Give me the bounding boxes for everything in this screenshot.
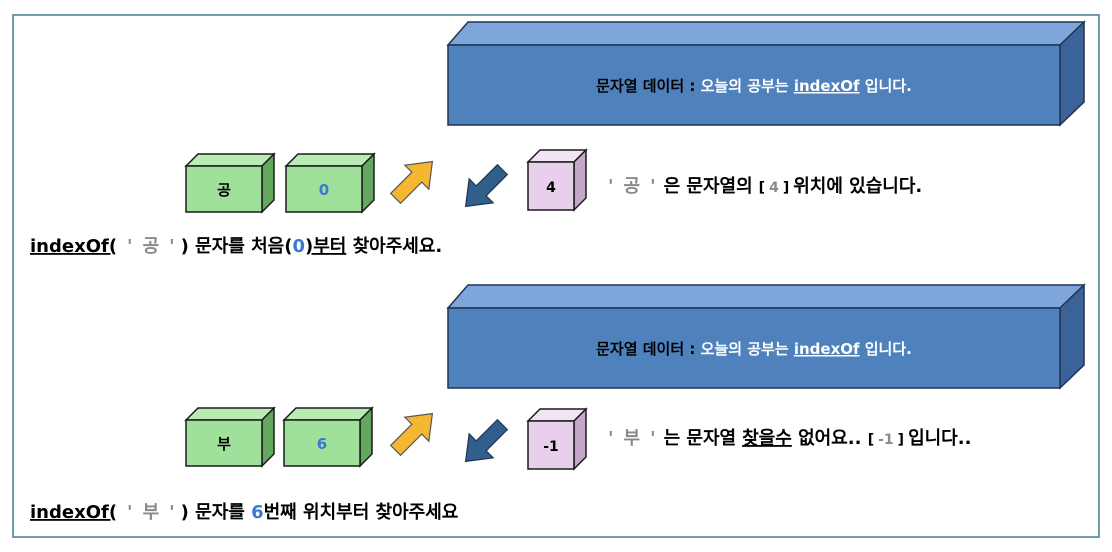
bracket-open: [ — [868, 432, 874, 448]
caption-quote-close: ' — [169, 502, 175, 523]
caption-quote-close: ' — [169, 236, 175, 257]
banner-sentence: 오늘의 공부는 — [701, 340, 794, 358]
caption-part2: )부터 — [305, 236, 346, 257]
start-index-cube-2: 6 — [282, 406, 374, 468]
caption-char: 부 — [143, 502, 160, 523]
arrow-down-left-icon — [464, 418, 509, 463]
char-cube-label: 공 — [217, 181, 231, 199]
quote-open: ' — [608, 176, 614, 197]
diagram-frame — [12, 14, 1100, 538]
caption-part1: ) 문자를 — [181, 502, 251, 523]
start-index-label: 6 — [317, 435, 327, 453]
caption-char: 공 — [143, 236, 160, 257]
arrow-down-left-icon — [464, 163, 509, 208]
char-cube-2: 부 — [184, 406, 276, 468]
char-cube-label: 부 — [217, 435, 231, 453]
result-mid: 는 문자열 — [664, 428, 737, 449]
caption-fn: indexOf( — [30, 502, 117, 523]
caption-quote-open: ' — [127, 236, 133, 257]
search-char: 부 — [624, 428, 641, 449]
result-index: -1 — [878, 432, 894, 448]
result-end: 입니다.. — [908, 427, 971, 449]
arrow-up-right-icon — [389, 412, 434, 457]
bracket-open: [ — [759, 180, 765, 196]
result-wavy: 찾을수 — [742, 428, 792, 449]
caption-1: indexOf( ' 공 ' ) 문자를 처음(0)부터 찾아주세요. — [30, 236, 442, 257]
arrow-up-right-icon — [389, 160, 434, 205]
banner-label: 문자열 데이터 : — [596, 340, 700, 358]
banner-text-2: 문자열 데이터 : 오늘의 공부는 indexOf 입니다. — [596, 340, 912, 358]
result-mid2: 없어요.. — [792, 428, 868, 449]
result-text-1: ' 공 ' 은 문자열의 [4]위치에 있습니다. — [608, 176, 922, 197]
search-char: 공 — [624, 176, 641, 197]
result-cube-1: 4 — [526, 148, 588, 212]
caption-part2: 번째 위치부터 찾아주세요 — [264, 502, 459, 523]
quote-close: ' — [650, 176, 656, 197]
banner-keyword: indexOf — [794, 77, 860, 95]
start-index-label: 0 — [319, 181, 329, 199]
result-cube-label: 4 — [546, 180, 556, 196]
bracket-close: ] — [783, 180, 789, 196]
banner-tail: 입니다. — [860, 77, 912, 95]
caption-quote-open: ' — [127, 502, 133, 523]
banner-box-2: 문자열 데이터 : 오늘의 공부는 indexOf 입니다. — [446, 283, 1086, 390]
result-end: 위치에 있습니다. — [793, 176, 922, 197]
caption-index: 6 — [251, 502, 264, 523]
banner-tail: 입니다. — [860, 340, 912, 358]
caption-index: 0 — [292, 236, 305, 257]
caption-part3: 찾아주세요. — [346, 236, 442, 257]
result-cube-2: -1 — [526, 407, 588, 471]
banner-keyword: indexOf — [794, 340, 860, 358]
result-index: 4 — [769, 180, 779, 196]
start-index-cube-1: 0 — [284, 152, 376, 214]
quote-close: ' — [650, 428, 656, 449]
banner-text-1: 문자열 데이터 : 오늘의 공부는 indexOf 입니다. — [596, 77, 912, 95]
char-cube-1: 공 — [184, 152, 276, 214]
banner-sentence: 오늘의 공부는 — [701, 77, 794, 95]
caption-fn: indexOf( — [30, 236, 117, 257]
banner-label: 문자열 데이터 : — [596, 77, 700, 95]
bracket-close: ] — [898, 432, 904, 448]
caption-2: indexOf( ' 부 ' ) 문자를 6번째 위치부터 찾아주세요 — [30, 502, 458, 523]
result-cube-label: -1 — [543, 439, 559, 455]
quote-open: ' — [608, 428, 614, 449]
caption-part1: ) 문자를 처음( — [181, 236, 293, 257]
result-mid: 은 문자열의 — [664, 176, 753, 197]
banner-box-1: 문자열 데이터 : 오늘의 공부는 indexOf 입니다. — [446, 20, 1086, 127]
